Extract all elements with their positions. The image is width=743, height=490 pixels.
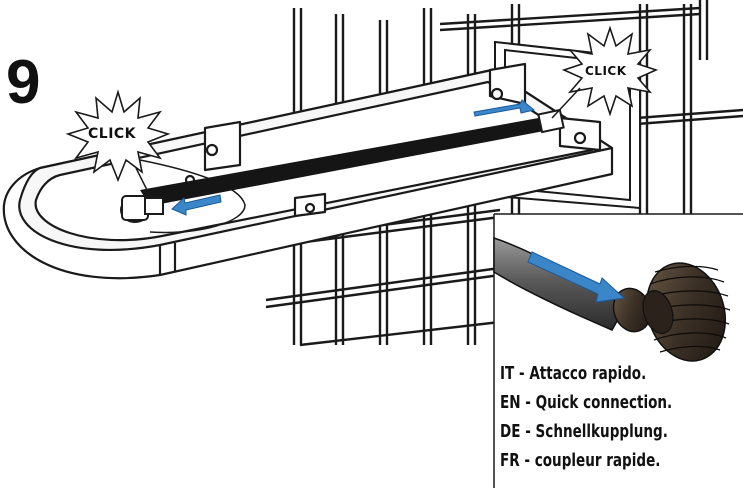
caption-block: IT - Attacco rapido. EN - Quick connecti… [500,360,740,476]
threaded-coupler [642,262,731,362]
click-leader-right [551,87,581,119]
detail-inset [493,213,743,488]
caption-line-en: EN - Quick connection. [500,393,673,413]
quick-connector-right [537,108,565,134]
arrow-right [473,99,536,117]
click-burst-left [65,89,171,183]
caption-line-it: IT - Attacco rapido. [500,364,647,384]
cable-strap [120,108,565,223]
click-leader-left [135,167,151,197]
click-burst-right [561,25,659,117]
direction-arrows [171,99,536,216]
caption-line-de: DE - Schnellkupplung. [500,422,668,442]
click-label-right: CLICK [585,64,627,78]
tube-detail [493,236,731,362]
arrow-left [171,194,222,216]
step-number: 9 [6,48,41,117]
arrow-inset [527,251,626,303]
caption-line-fr: FR - coupleur rapide. [500,451,661,471]
click-label-left: CLICK [88,126,137,142]
